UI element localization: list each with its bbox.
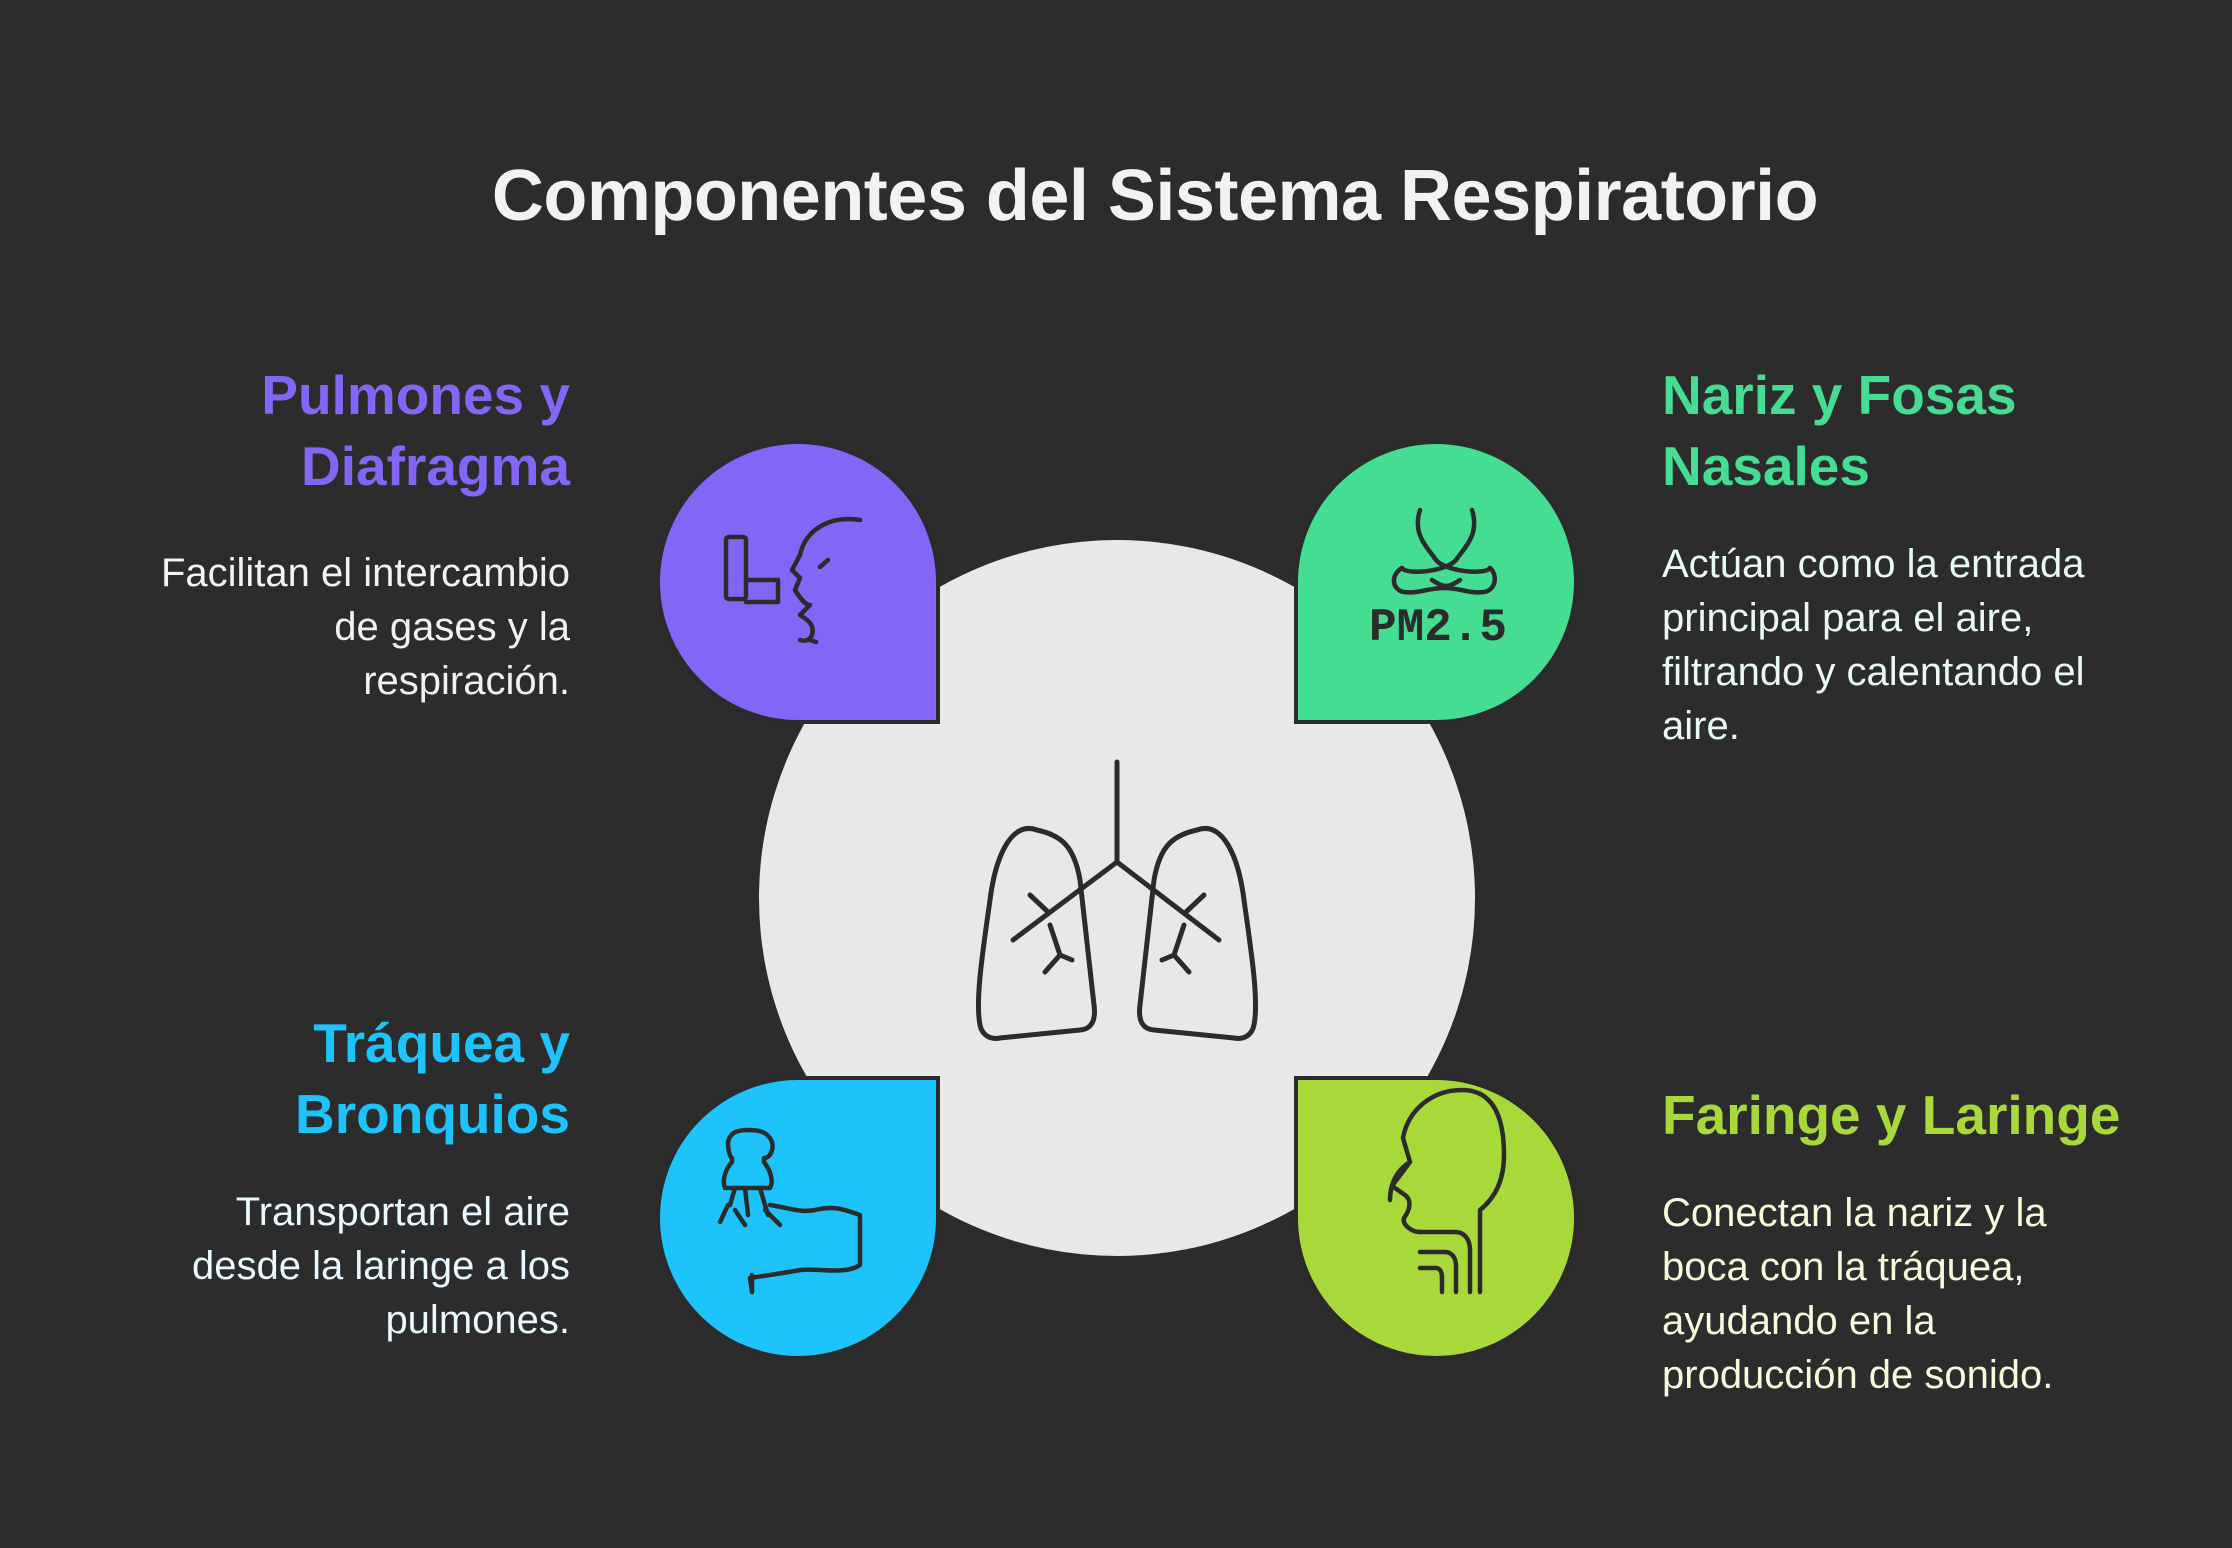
drop-bottom-right — [1294, 1076, 1578, 1360]
item-description: Facilitan el intercambio de gases y la r… — [160, 551, 570, 703]
item-description: Conectan la nariz y la boca con la tráqu… — [1662, 1191, 2054, 1397]
item-heading: Nariz y Fosas Nasales — [1662, 364, 2017, 497]
item-heading: Tráquea y Bronquios — [295, 1012, 570, 1145]
item-trachea-bronchi: Tráquea y Bronquios Transportan el aire … — [40, 1008, 570, 1347]
nose-pm25-icon — [1391, 507, 1498, 595]
item-lungs-diaphragm: Pulmones y Diafragma Facilitan el interc… — [40, 360, 570, 708]
lungs-icon — [975, 759, 1259, 1041]
item-description: Actúan como la entrada principal para el… — [1662, 542, 2085, 748]
item-description: Transportan el aire desde la laringe a l… — [191, 1190, 570, 1342]
item-pharynx-larynx: Faringe y Laringe Conectan la nariz y la… — [1662, 1080, 2182, 1402]
inhaler-face-icon — [723, 516, 863, 645]
pm25-label: PM2.5 — [1369, 602, 1507, 654]
item-heading: Faringe y Laringe — [1662, 1084, 2121, 1146]
item-nose-nasal: Nariz y Fosas Nasales Actúan como la ent… — [1662, 360, 2182, 753]
head-throat-icon — [1387, 1087, 1507, 1295]
drop-bottom-left — [656, 1076, 940, 1360]
item-heading: Pulmones y Diafragma — [261, 364, 570, 497]
trachea-bronchi-icon — [717, 1127, 863, 1295]
page-title: Componentes del Sistema Respiratorio — [491, 156, 1819, 236]
